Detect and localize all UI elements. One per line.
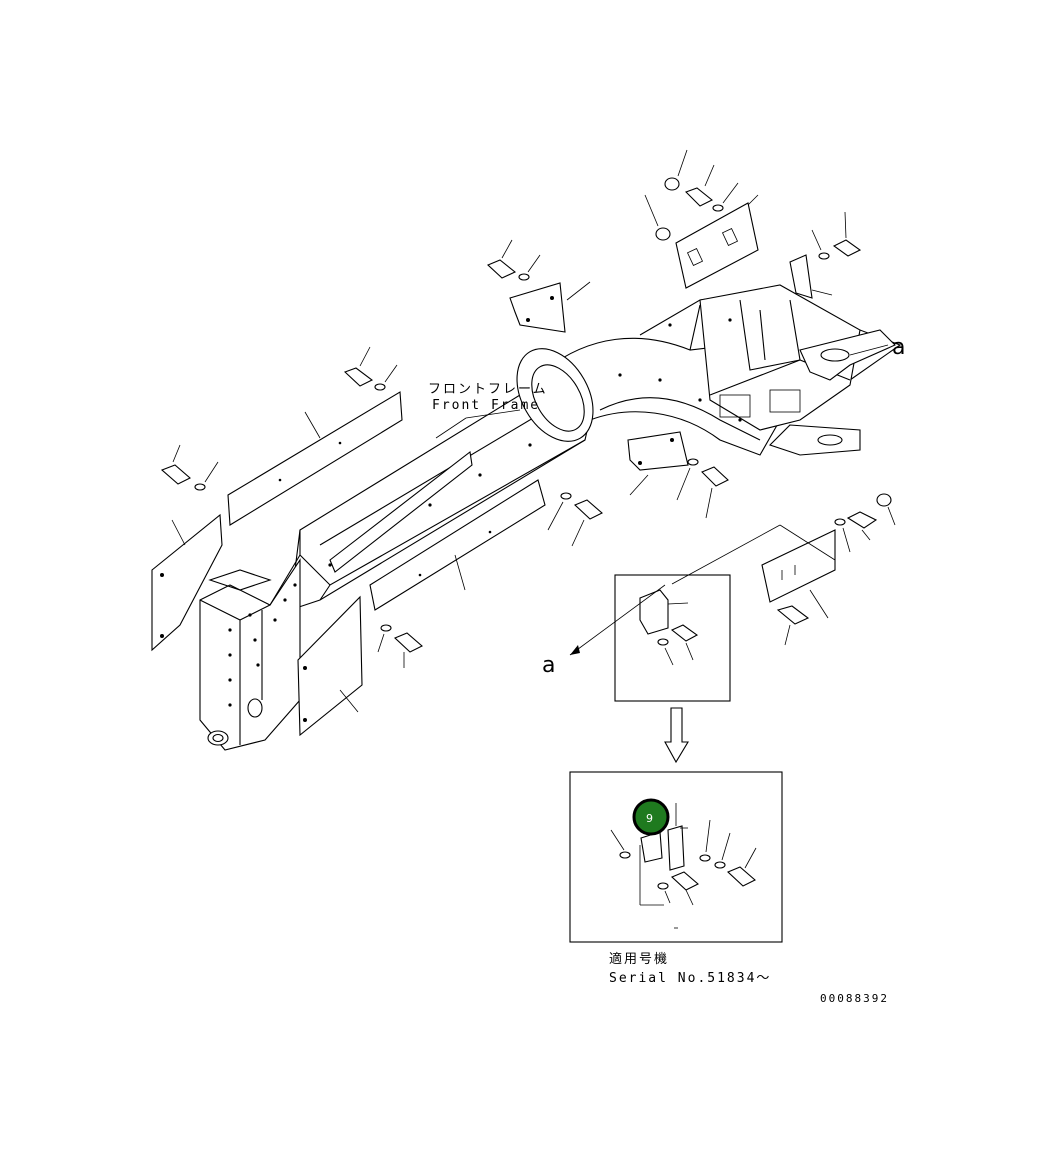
- callout-number[interactable]: 9: [646, 812, 653, 825]
- hardware: [160, 149, 896, 668]
- frame-bolt-holes: [228, 318, 742, 707]
- upper-cover-plate[interactable]: [509, 281, 591, 333]
- washer-icon: [712, 182, 739, 212]
- middle-cover-plate[interactable]: [627, 431, 689, 496]
- callout-badge[interactable]: 9: [632, 798, 670, 836]
- detail-ref-a-left: a: [542, 653, 555, 678]
- nut-icon: [644, 194, 671, 241]
- front-frame-label-jp: フロントフレーム: [428, 382, 548, 397]
- bolt-icon: [846, 511, 878, 541]
- washer-icon: [194, 461, 219, 491]
- small-rear-plate[interactable]: [789, 254, 833, 299]
- serial-label-jp: 適用号機: [609, 951, 669, 967]
- bolt-icon: [160, 444, 191, 485]
- side-cover-inner-strip[interactable]: [329, 450, 473, 573]
- drawing-number: 00088392: [820, 992, 889, 1005]
- nut-icon: [664, 149, 688, 191]
- serial-label-en: Serial No.51834～: [609, 971, 771, 986]
- bolt-icon: [394, 632, 423, 668]
- callout-badge-circle[interactable]: [632, 798, 670, 836]
- washer-icon: [811, 229, 830, 260]
- detail-arrow-left: [569, 584, 666, 656]
- washer-icon: [518, 254, 541, 281]
- detail-serial-box: [569, 771, 783, 943]
- bolt-icon: [832, 211, 862, 257]
- top-plate-rear[interactable]: [675, 194, 759, 289]
- bolt-icon: [685, 164, 715, 207]
- front-frame: [199, 284, 902, 751]
- side-cover-lower-long[interactable]: [369, 479, 546, 611]
- bolt-icon: [571, 499, 603, 547]
- washer-icon: [377, 624, 392, 653]
- bolt-icon: [343, 346, 374, 387]
- rear-counter-plate[interactable]: [761, 529, 836, 619]
- washer-icon: [676, 458, 699, 501]
- washer-icon: [547, 492, 572, 531]
- washer-icon: [374, 364, 398, 391]
- front-cover-right[interactable]: [297, 595, 363, 737]
- nut-icon: [876, 493, 896, 526]
- front-frame-label-en: Front Frame: [432, 398, 540, 413]
- bolt-icon: [486, 239, 517, 279]
- front-cover-left[interactable]: [151, 513, 223, 652]
- side-cover-upper-long[interactable]: [227, 391, 403, 526]
- detail-a-box: [614, 574, 731, 702]
- washer-icon: [834, 518, 851, 553]
- bolt-icon: [776, 605, 810, 646]
- down-arrow-icon: [664, 707, 689, 764]
- bolt-icon: [701, 466, 729, 519]
- detail-ref-a-top: a: [892, 335, 905, 360]
